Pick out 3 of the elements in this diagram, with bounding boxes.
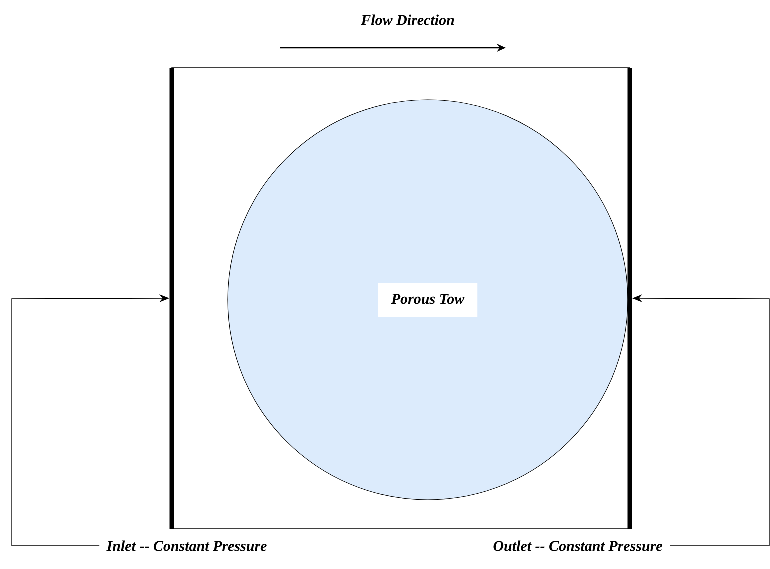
heading: Flow Direction [361,14,454,26]
outlet-label: Outlet -- Constant Pressure [494,540,662,552]
inlet-label: Inlet -- Constant Pressure [106,540,267,552]
